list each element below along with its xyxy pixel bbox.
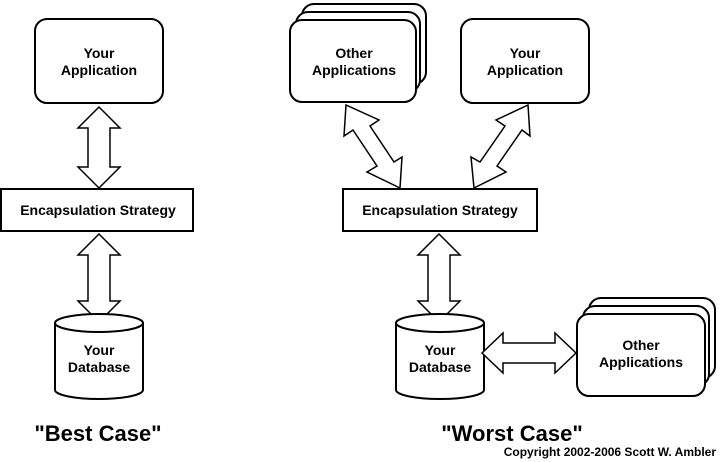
best-your-application-line1: Your — [84, 45, 115, 61]
worst-case-caption: "Worst Case" — [441, 421, 583, 446]
best-your-database-line1: Your — [84, 342, 115, 358]
worst-other-applications-right-line2: Applications — [599, 354, 683, 370]
best-case-caption: "Best Case" — [34, 421, 161, 446]
worst-your-database-line2: Database — [409, 359, 471, 375]
best-case-your-application-box: Your Application — [34, 18, 164, 104]
best-case-your-database-cylinder: Your Database — [54, 313, 144, 400]
worst-your-database-line1: Your — [425, 342, 456, 358]
best-encapsulation-strategy-label: Encapsulation Strategy — [20, 202, 176, 218]
best-case-encapsulation-strategy-box: Encapsulation Strategy — [0, 188, 194, 232]
copyright-notice: Copyright 2002-2006 Scott W. Ambler — [504, 445, 717, 459]
worst-case-other-applications-top-stack: Other Applications — [289, 3, 427, 103]
worst-encapsulation-database-arrow — [416, 232, 462, 324]
worst-database-other-apps-arrow — [480, 331, 578, 375]
worst-other-applications-right-line1: Other — [622, 337, 660, 353]
worst-your-app-encapsulation-arrow — [470, 103, 531, 190]
worst-other-applications-top-line1: Other — [335, 45, 373, 61]
worst-case-encapsulation-strategy-box: Encapsulation Strategy — [342, 188, 538, 232]
best-encapsulation-database-arrow — [76, 232, 122, 324]
worst-case-your-database-cylinder: Your Database — [395, 313, 485, 400]
worst-other-apps-encapsulation-arrow — [343, 103, 403, 190]
worst-case-other-applications-right-stack: Other Applications — [576, 297, 716, 397]
worst-other-applications-top-line2: Applications — [312, 62, 396, 78]
worst-case-your-application-box: Your Application — [460, 18, 590, 104]
worst-your-application-line1: Your — [510, 45, 541, 61]
worst-your-application-line2: Application — [487, 62, 563, 78]
best-app-encapsulation-arrow — [76, 105, 122, 190]
worst-encapsulation-strategy-label: Encapsulation Strategy — [362, 202, 518, 218]
best-your-database-line2: Database — [68, 359, 130, 375]
best-your-application-line2: Application — [61, 62, 137, 78]
